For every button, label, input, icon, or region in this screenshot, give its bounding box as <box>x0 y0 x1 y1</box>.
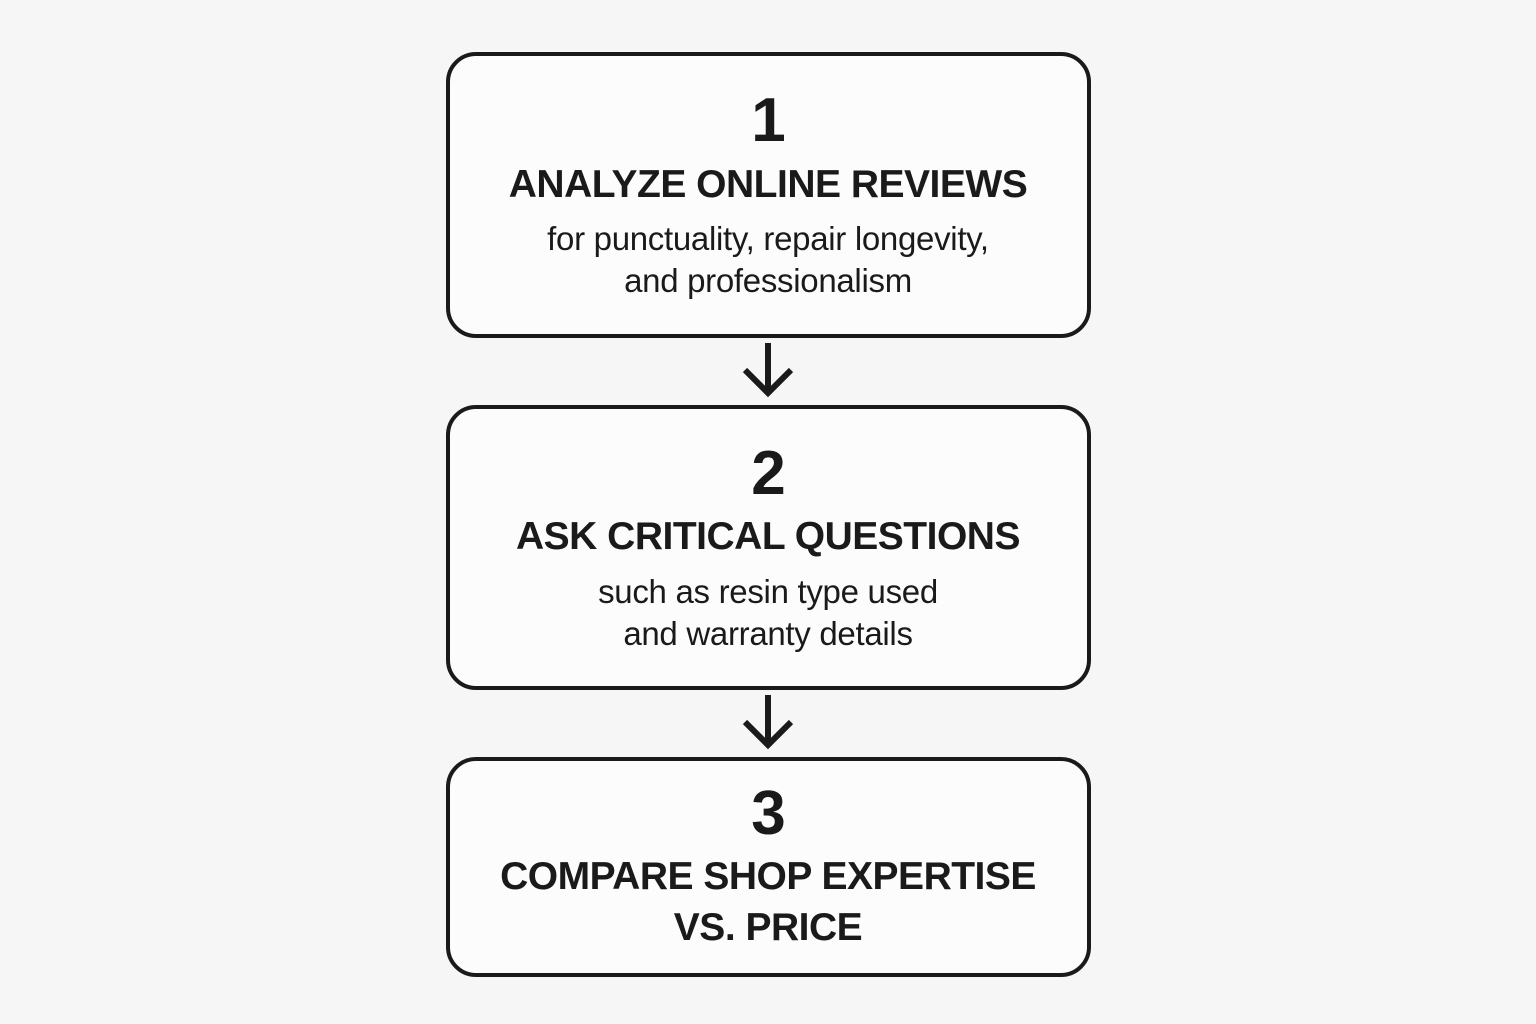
description-line: and professionalism <box>624 262 912 300</box>
title-line: ASK CRITICAL QUESTIONS <box>516 515 1020 559</box>
step-description: such as resin type used and warranty det… <box>598 571 938 655</box>
title-line: COMPARE SHOP EXPERTISE <box>500 855 1036 899</box>
description-line: such as resin type used <box>598 572 938 610</box>
title-line: ANALYZE ONLINE REVIEWS <box>508 162 1028 206</box>
step-box-1: 1 ANALYZE ONLINE REVIEWS for punctuality… <box>445 52 1091 338</box>
down-arrow-icon <box>742 343 794 398</box>
description-line: and warranty details <box>623 614 913 652</box>
step-number: 2 <box>751 438 785 508</box>
title-line: VS. PRICE <box>673 906 863 950</box>
step-title: ASK CRITICAL QUESTIONS <box>516 512 1020 563</box>
step-title: COMPARE SHOP EXPERTISE VS. PRICE <box>500 852 1036 953</box>
down-arrow-icon <box>742 695 794 750</box>
description-line: for punctuality, repair longevity, <box>547 220 989 258</box>
step-description: for punctuality, repair longevity, and p… <box>547 218 989 302</box>
step-number: 3 <box>751 779 785 849</box>
step-title: ANALYZE ONLINE REVIEWS <box>508 160 1028 211</box>
step-box-3: 3 COMPARE SHOP EXPERTISE VS. PRICE <box>445 757 1091 977</box>
step-number: 1 <box>751 86 785 156</box>
step-box-2: 2 ASK CRITICAL QUESTIONS such as resin t… <box>445 405 1091 690</box>
